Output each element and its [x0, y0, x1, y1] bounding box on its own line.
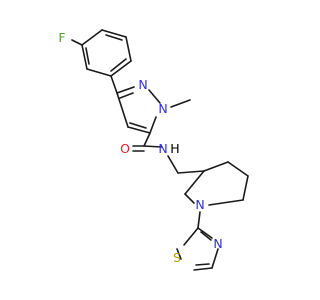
pyrazole-n2-label: N — [138, 77, 147, 92]
pyrazole-n1-label: N — [158, 101, 167, 116]
amide-oxygen-label: O — [120, 141, 130, 156]
amide-group — [132, 132, 205, 174]
bond — [183, 227, 199, 246]
molecule-structure: F N N O N H N N S — [58, 29, 249, 271]
bond — [208, 199, 244, 206]
bond — [176, 248, 182, 260]
bond — [184, 170, 205, 195]
bond — [167, 155, 179, 174]
thiazole-sulfur-label: S — [173, 250, 181, 265]
bond — [125, 36, 132, 62]
bond — [110, 58, 127, 72]
bond — [119, 92, 134, 99]
bond — [211, 248, 219, 269]
piperidine-nitrogen-label: N — [195, 197, 204, 212]
pyrazole-ring — [116, 86, 191, 134]
amide-nitrogen-label: N — [158, 141, 167, 156]
bond — [110, 60, 132, 77]
bond — [143, 132, 151, 147]
thiazole-nitrogen-label: N — [213, 236, 222, 251]
bond — [197, 211, 201, 229]
bond — [116, 86, 135, 94]
bond — [193, 267, 213, 271]
bond — [116, 92, 129, 128]
bond — [143, 145, 163, 148]
bond — [200, 231, 212, 241]
bond — [105, 34, 123, 41]
fluorophenyl-ring — [71, 29, 132, 77]
thiazole-ring — [176, 227, 219, 271]
bond — [177, 170, 205, 174]
bond — [242, 175, 249, 201]
molecule-canvas: F N N O N H N N S — [58, 29, 249, 271]
bond — [127, 126, 151, 134]
bond — [197, 227, 213, 239]
bond — [149, 116, 157, 134]
bond — [170, 99, 191, 108]
bond — [71, 39, 83, 46]
piperidine-ring — [184, 161, 249, 229]
bond — [227, 161, 249, 177]
bond — [81, 29, 103, 46]
fluorine-atom-label: F — [58, 30, 65, 45]
bond — [148, 89, 161, 104]
bond — [203, 161, 229, 172]
bond — [81, 44, 88, 70]
bond — [86, 68, 112, 77]
bond — [184, 193, 195, 204]
bond — [101, 29, 127, 38]
bond — [129, 122, 147, 129]
bond — [85, 47, 90, 65]
amide-hydrogen-label: H — [170, 141, 179, 156]
bond — [110, 75, 118, 94]
bond — [195, 263, 210, 266]
